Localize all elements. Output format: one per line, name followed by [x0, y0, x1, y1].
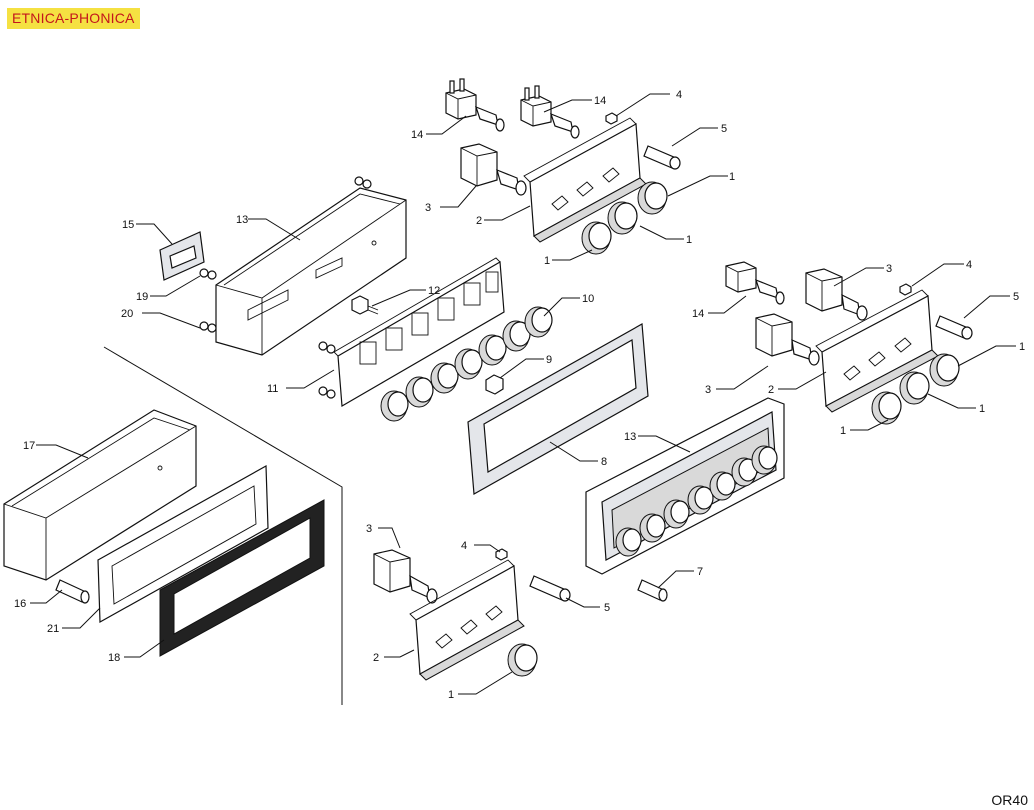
callout-3-top: 3 — [425, 202, 431, 214]
callout-2-top: 2 — [476, 215, 482, 227]
gasket-7 — [467, 323, 649, 495]
callout-3-right-bottom: 3 — [705, 384, 711, 396]
brand-badge: ETNICA-PHONICA — [7, 8, 140, 29]
callout-19: 19 — [136, 291, 148, 303]
knob-1-bottom — [507, 643, 538, 677]
nut-8 — [485, 374, 504, 395]
bracket-2-right — [815, 289, 939, 413]
callout-2-right: 2 — [768, 384, 774, 396]
callout-9: 10 — [582, 293, 594, 305]
callout-5-right: 5 — [1013, 291, 1019, 303]
housing-12 — [215, 187, 407, 356]
callout-14-top-a: 14 — [411, 129, 423, 141]
screw-20 — [199, 321, 217, 333]
callout-10: 11 — [267, 383, 278, 395]
callout-4-bottom: 4 — [461, 540, 467, 552]
callout-4-right: 4 — [966, 259, 972, 271]
callout-15: 15 — [122, 219, 134, 231]
switch-assembly-right — [725, 261, 973, 425]
spacer-5-top — [643, 145, 681, 170]
spacer-16 — [55, 579, 90, 604]
callout-20: 20 — [121, 308, 133, 320]
callout-11: 12 — [428, 285, 440, 297]
callout-3-bottom: 3 — [366, 523, 372, 535]
callout-3-right-top: 3 — [886, 263, 892, 275]
callout-17: 17 — [23, 440, 35, 452]
knob-1-right-b — [899, 371, 930, 405]
knob-1-top-c — [637, 181, 668, 215]
spacer-5-right — [935, 315, 973, 340]
knob-1-right-a — [871, 391, 902, 425]
callout-5-top: 5 — [721, 123, 727, 135]
callout-2-bottom: 2 — [373, 652, 379, 664]
screw-housing-top — [354, 176, 372, 189]
callout-5-bottom: 5 — [604, 602, 610, 614]
spacer-5-bottom — [529, 575, 571, 602]
callout-1-right-c: 1 — [1019, 341, 1025, 353]
knob-row-9 — [380, 306, 553, 422]
switch-3-right-top — [805, 268, 868, 321]
standoff-11 — [351, 295, 379, 315]
callout-4-top: 4 — [676, 89, 682, 101]
knob-1-top-b — [607, 201, 638, 235]
switch-3-right-bottom — [755, 313, 820, 366]
knob-1-right-c — [929, 353, 960, 387]
page-code: OR40 — [991, 792, 1028, 808]
callout-1-top-b: 1 — [686, 234, 692, 246]
bracket-2-top — [523, 117, 647, 243]
switch-assembly-bottom — [373, 548, 571, 681]
knob-1-top-a — [581, 221, 612, 255]
switch-14-right — [725, 261, 785, 305]
callout-labels: 4 14 14 5 1 1 3 2 1 15 13 19 20 12 10 9 … — [14, 89, 1025, 701]
nut-4-bottom — [495, 548, 508, 561]
bracket-2-bottom — [409, 559, 525, 681]
leader-lines — [30, 93, 1016, 695]
front-panel-13 — [585, 397, 785, 575]
spacer-6 — [637, 579, 668, 602]
callout-16: 16 — [14, 598, 26, 610]
callout-7: 8 — [601, 456, 607, 468]
switch-board-10 — [333, 257, 505, 407]
screw-19 — [199, 268, 217, 280]
callout-1-top-a: 1 — [544, 255, 550, 267]
label-plate-15 — [159, 231, 205, 281]
switch-14-a — [445, 78, 505, 132]
frame-21 — [97, 464, 269, 624]
switch-3-bottom — [373, 549, 438, 604]
screw-board-top — [318, 341, 336, 354]
callout-6: 7 — [697, 566, 703, 578]
section-divider — [103, 346, 343, 705]
callout-1-right-a: 1 — [840, 425, 846, 437]
switch-3-top — [460, 143, 527, 196]
callout-12: 13 — [236, 214, 248, 226]
switch-14-b — [520, 85, 580, 139]
callout-8: 9 — [546, 354, 552, 366]
screw-board-bottom — [318, 386, 336, 399]
callout-1-bottom: 1 — [448, 689, 454, 701]
callout-1-right-b: 1 — [979, 403, 985, 415]
callout-21: 21 — [47, 623, 59, 635]
enclosure-17 — [3, 409, 197, 581]
callout-14-right: 14 — [692, 308, 704, 320]
switch-assembly-top — [445, 78, 681, 255]
bezel-18 — [159, 499, 325, 657]
nut-4-right — [899, 283, 912, 296]
nut-4-top — [605, 112, 618, 125]
callout-18: 18 — [108, 652, 120, 664]
callout-14-top-b: 14 — [594, 95, 606, 107]
callout-1-top-c: 1 — [729, 171, 735, 183]
callout-13: 13 — [624, 431, 636, 443]
